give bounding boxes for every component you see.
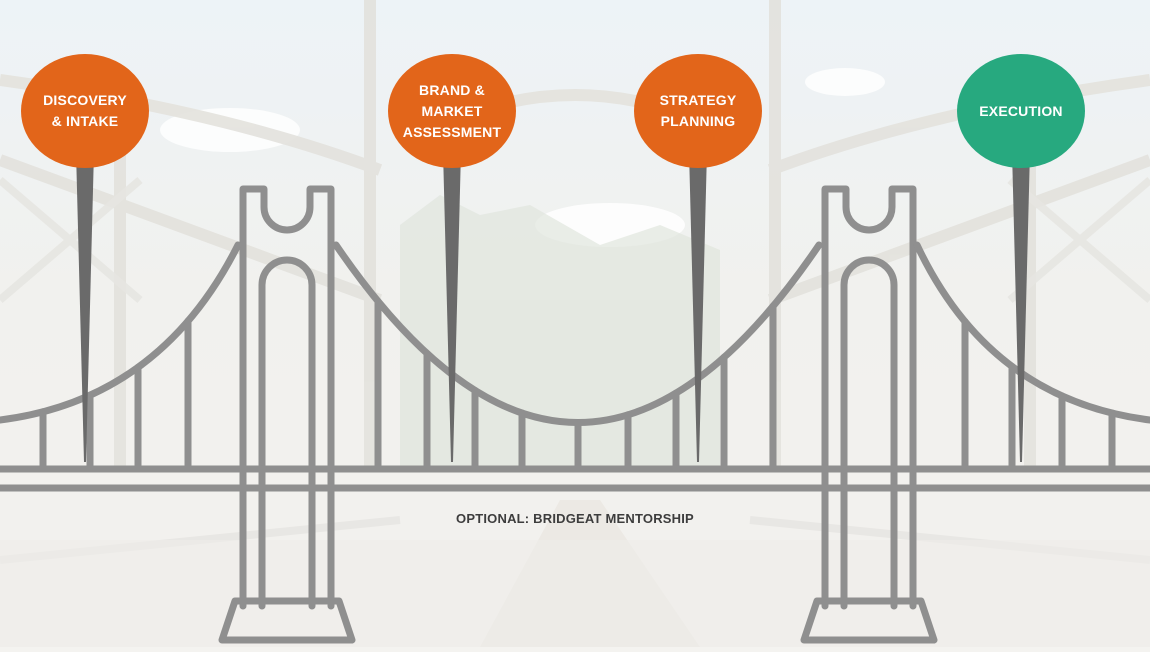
tower-outline bbox=[239, 185, 335, 610]
stage-pin-discovery bbox=[21, 54, 149, 462]
suspender-cables bbox=[39, 297, 1116, 473]
stage-pin-brand bbox=[388, 54, 516, 462]
mentorship-caption: OPTIONAL: BRIDGEAT MENTORSHIP bbox=[456, 511, 694, 526]
tower-base bbox=[218, 597, 356, 644]
stage-label-strategy: STRATEGY PLANNING bbox=[659, 92, 737, 129]
stage-label-brand: BRAND & MARKET ASSESSMENT bbox=[402, 81, 502, 140]
tower-outline bbox=[821, 185, 917, 610]
stage-pin-execution bbox=[957, 54, 1085, 462]
pin-stem bbox=[689, 151, 707, 462]
pin-head bbox=[21, 54, 149, 168]
suspension-bridge bbox=[0, 185, 1150, 644]
pin-stem bbox=[443, 151, 461, 462]
bridge-tower-1 bbox=[218, 185, 356, 644]
stage-pin-strategy bbox=[634, 54, 762, 462]
pin-stem bbox=[76, 151, 94, 462]
pin-stem bbox=[1012, 151, 1030, 462]
stage-label-execution: EXECUTION bbox=[979, 102, 1063, 119]
stage-pins bbox=[21, 54, 1085, 462]
tower-base bbox=[800, 597, 938, 644]
tower-arch bbox=[840, 256, 898, 610]
tower-arch bbox=[258, 256, 316, 610]
stage-label-discovery: DISCOVERY & INTAKE bbox=[43, 92, 127, 129]
bridge-tower-2 bbox=[800, 185, 938, 644]
pin-head bbox=[634, 54, 762, 168]
pin-head bbox=[388, 54, 516, 168]
pin-head bbox=[957, 54, 1085, 168]
